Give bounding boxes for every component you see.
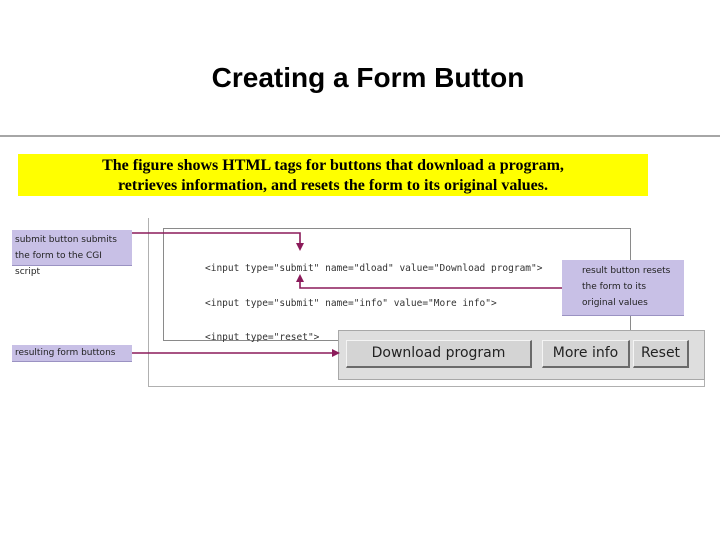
figure-frame-left xyxy=(148,218,149,386)
code-panel xyxy=(163,228,631,341)
slide-title: Creating a Form Button xyxy=(211,62,525,93)
result-callout: resulting form buttons xyxy=(12,345,132,362)
more-info-button[interactable]: More info xyxy=(542,340,630,368)
code-line-submit-info: <input type="submit" name="info" value="… xyxy=(205,297,497,309)
reset-callout-line-2: the form to its xyxy=(582,282,647,292)
submit-callout-line-2: the form to the CGI script xyxy=(15,251,102,277)
reset-callout-line-1: result button resets xyxy=(582,266,671,276)
reset-callout: result button resets the form to its ori… xyxy=(562,260,684,316)
code-line-submit-download: <input type="submit" name="dload" value=… xyxy=(205,263,543,274)
figure-frame-bottom xyxy=(148,386,704,387)
caption-box: The figure shows HTML tags for buttons t… xyxy=(18,154,648,196)
code-line-reset: <input type="reset"> xyxy=(205,332,320,343)
reset-callout-line-3: original values xyxy=(582,298,648,308)
reset-button[interactable]: Reset xyxy=(633,340,689,368)
caption-line-2: retrieves information, and resets the fo… xyxy=(117,177,548,194)
reset-arrow xyxy=(296,274,562,289)
code-listing: <input type="submit" name="dload" value=… xyxy=(205,240,542,355)
submit-callout-line-1: submit button submits xyxy=(15,235,117,245)
title-divider xyxy=(0,135,720,137)
submit-callout: submit button submits the form to the CG… xyxy=(12,230,132,277)
caption-line-1: The figure shows HTML tags for buttons t… xyxy=(102,157,564,174)
download-program-button[interactable]: Download program xyxy=(346,340,532,368)
submit-arrow xyxy=(132,232,304,251)
